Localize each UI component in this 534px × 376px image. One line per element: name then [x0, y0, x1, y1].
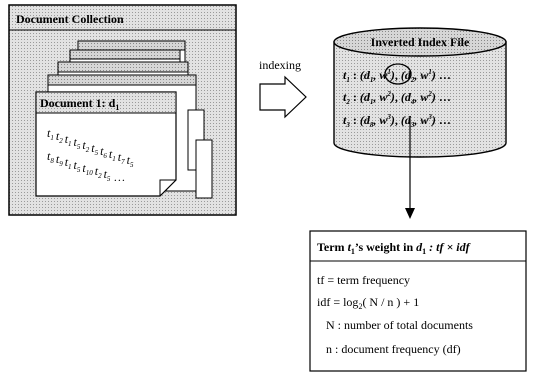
inverted-index-file: Inverted Index File t1 : (d1, w1), (d2, … — [333, 27, 507, 158]
index-row: t2 : (d1, w2), (d4, w2) … — [343, 90, 451, 106]
down-arrow — [405, 119, 415, 219]
term-weight-box: Term t1’s weight in d1 : tf × idf tf = t… — [309, 230, 527, 372]
idf-definition: idf = log2( N / n ) + 1 — [317, 295, 419, 311]
collection-title: Document Collection — [16, 12, 124, 26]
indexing-label: indexing — [259, 58, 301, 72]
weight-box-title: Term t1’s weight in d1 : tf × idf — [317, 240, 471, 256]
n-total-definition: N : number of total documents — [326, 318, 473, 332]
index-row: t1 : (d1, w1), (d2, w1) … — [343, 68, 451, 84]
document-1-title: Document 1: d1 — [40, 96, 119, 112]
index-row: t3 : (d8, w3), (d3, w3) … — [343, 113, 451, 129]
n-doc-definition: n : document frequency (df) — [326, 342, 461, 356]
index-title: Inverted Index File — [371, 35, 470, 49]
highlight-circle — [384, 63, 412, 85]
tf-definition: tf = term frequency — [317, 273, 410, 287]
indexing-arrow: indexing — [259, 58, 307, 119]
